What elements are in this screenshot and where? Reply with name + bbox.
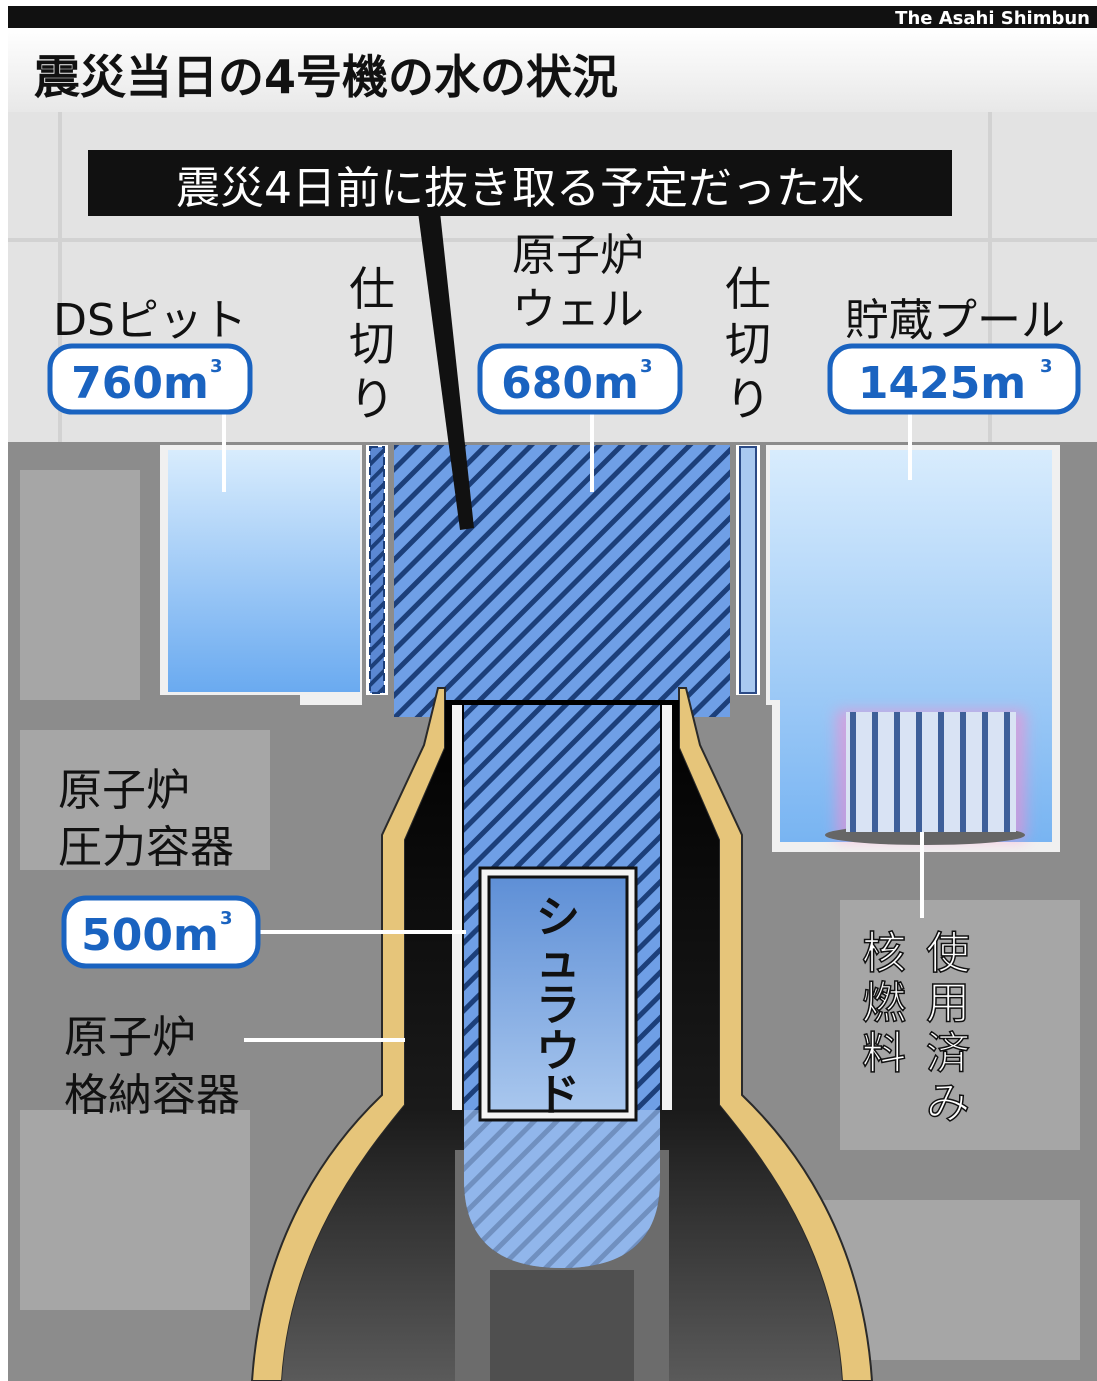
page-title: 震災当日の4号機の水の状況	[34, 50, 618, 104]
storage-pool-label-group: 貯蔵プール 1425m 3	[827, 295, 1081, 480]
spent-fuel-col1-char-4: み	[926, 1078, 970, 1129]
reactor-well-volume-badge	[477, 343, 683, 415]
partition-left-label: 仕 切 り	[349, 262, 395, 426]
storage-pool-volume: 1425m	[858, 358, 1026, 409]
spent-fuel-col1-char-3: 済	[926, 1028, 970, 1079]
vessel-pedestal-lower	[490, 1270, 634, 1381]
shroud-label: シ ュ ラ ウ ド	[536, 892, 580, 1121]
partition-right-label: 仕 切 り	[725, 262, 771, 426]
partition-right-char-2: 切	[725, 317, 771, 371]
containment-vessel-label-group: 原子炉 格納容器	[64, 1012, 405, 1121]
ds-pit-volume: 760m	[71, 358, 209, 409]
storage-pool-unit-sup: 3	[1040, 356, 1053, 377]
shroud-char-4: ウ	[536, 1026, 580, 1077]
pressure-vessel-volume-badge	[61, 895, 261, 969]
spent-fuel-col2-char-1: 核	[862, 928, 906, 979]
callout: 震災4日前に抜き取る予定だった水	[88, 150, 952, 530]
ds-pit-unit-sup: 3	[210, 356, 223, 377]
ds-pit-volume-badge	[47, 343, 253, 415]
ds-pit-water	[168, 450, 360, 692]
partition-right-char-1: 仕	[725, 262, 771, 316]
pressure-vessel-label-line2: 圧力容器	[58, 822, 234, 873]
pressure-vessel-label-line1: 原子炉	[58, 765, 190, 816]
reactor-well-water	[394, 445, 730, 717]
shroud-char-2: ュ	[536, 936, 580, 987]
callout-box	[88, 150, 952, 216]
reactor-well-label-line2: ウェル	[512, 284, 644, 335]
pressure-vessel-label-group: 原子炉 圧力容器 500m 3	[58, 765, 466, 969]
partition-left-char-1: 仕	[349, 262, 395, 316]
reactor-well-unit-sup: 3	[640, 356, 653, 377]
partition-left	[369, 446, 385, 694]
partition-left-char-2: 切	[349, 317, 395, 371]
partition-right	[739, 446, 757, 694]
spent-fuel-rack	[825, 710, 1026, 845]
reactor-well-label-line1: 原子炉	[512, 230, 644, 281]
pressure-vessel-unit-sup: 3	[220, 908, 233, 929]
containment-vessel-label-line1: 原子炉	[64, 1012, 196, 1063]
spent-fuel-label: 使 用 済 み 核 燃 料	[861, 832, 971, 1130]
storage-pool-label: 貯蔵プール	[845, 295, 1065, 346]
shroud-char-3: ラ	[536, 980, 580, 1031]
callout-pointer	[418, 212, 474, 530]
pressure-vessel-volume: 500m	[81, 910, 219, 961]
shroud	[487, 875, 629, 1113]
ds-pit-label: DSピット	[53, 295, 247, 346]
reactor-well-volume: 680m	[501, 358, 639, 409]
pressure-vessel-bottom	[464, 1110, 660, 1268]
building-lower-blocks	[20, 470, 1080, 1360]
spent-fuel-col2-char-2: 燃	[862, 978, 906, 1029]
credit-text: The Asahi Shimbun	[895, 8, 1090, 29]
containment-vessel-label-line2: 格納容器	[64, 1070, 240, 1121]
partition-right-char-3: り	[725, 372, 771, 426]
spent-fuel-col1-char-2: 用	[926, 978, 970, 1029]
callout-text: 震災4日前に抜き取る予定だった水	[176, 163, 864, 214]
shroud-char-5: ド	[536, 1070, 580, 1121]
title-band	[8, 28, 1097, 112]
storage-pool-volume-badge	[827, 343, 1081, 415]
spent-fuel-col1-char-1: 使	[926, 928, 970, 979]
shroud-char-1: シ	[536, 892, 580, 943]
reactor-well-label-group: 原子炉 ウェル 680m 3	[477, 230, 683, 492]
partition-left-char-3: り	[349, 372, 395, 426]
ds-pit	[160, 445, 362, 705]
credit-bar	[8, 6, 1097, 28]
ds-pit-label-group: DSピット 760m 3	[47, 295, 253, 492]
spent-fuel-col2-char-3: 料	[862, 1028, 906, 1079]
